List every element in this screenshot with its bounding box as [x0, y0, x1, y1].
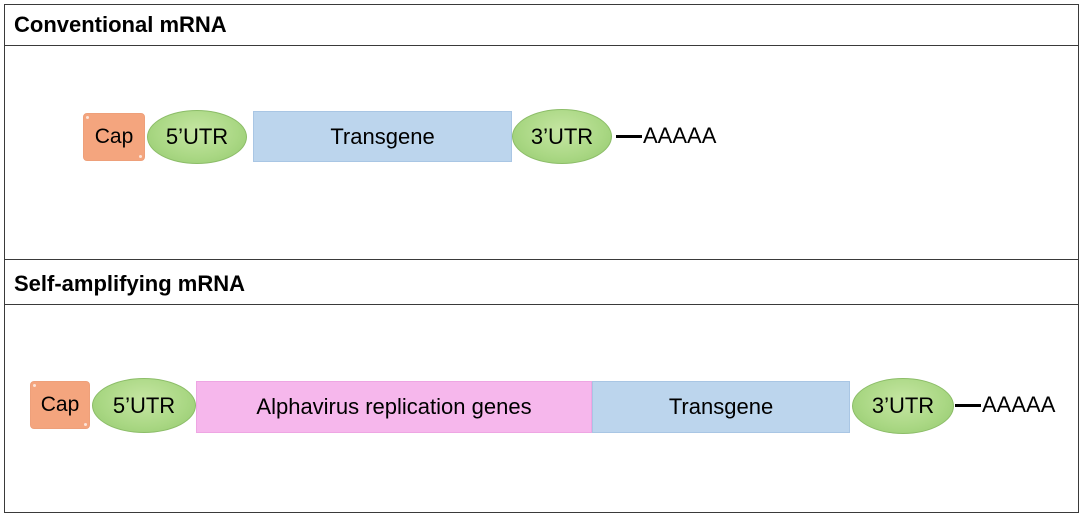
utr5-self-amplifying: 5’UTR — [92, 378, 196, 433]
section-title-conventional: Conventional mRNA — [14, 12, 227, 37]
transgene-conventional: Transgene — [253, 111, 512, 162]
polya-tail-conventional: AAAAA — [643, 123, 717, 148]
figure-frame — [4, 4, 1079, 513]
utr5-conventional: 5’UTR — [147, 110, 247, 164]
section-title-self-amplifying: Self-amplifying mRNA — [14, 271, 246, 296]
polya-tail-self-amplifying: AAAAA — [982, 392, 1056, 417]
transgene-self-amplifying: Transgene — [592, 381, 850, 433]
polya-line-conventional — [616, 135, 642, 138]
cap-self-amplifying: Cap — [30, 381, 90, 429]
polya-line-self-amplifying — [955, 404, 981, 407]
header-divider-2 — [4, 304, 1079, 305]
section-divider — [4, 259, 1079, 260]
utr3-conventional: 3’UTR — [512, 109, 612, 164]
header-divider-1 — [4, 45, 1079, 46]
utr3-self-amplifying: 3’UTR — [852, 378, 954, 434]
replication-genes-block: Alphavirus replication genes — [196, 381, 592, 433]
cap-conventional: Cap — [83, 113, 145, 161]
